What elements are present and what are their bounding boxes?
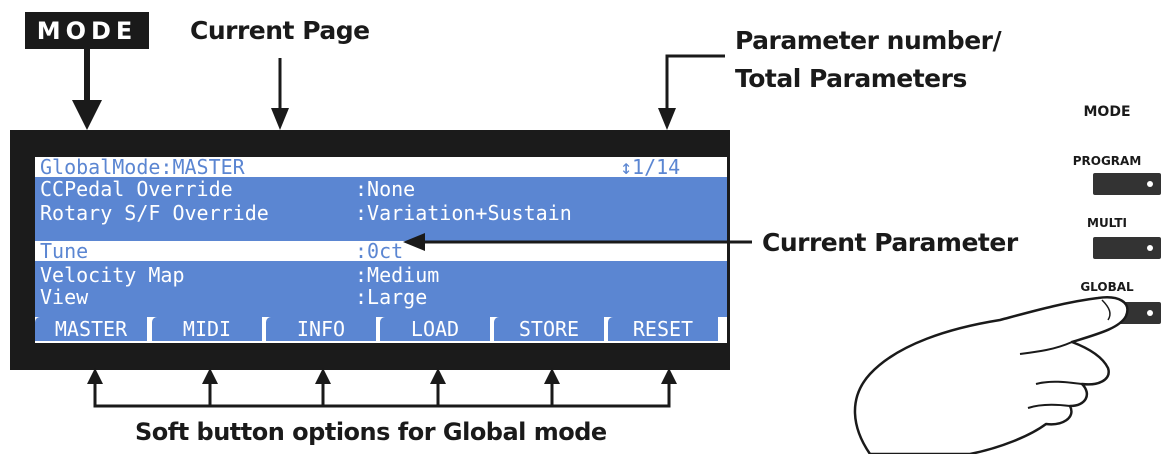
parameter-number-arrow-head — [658, 108, 676, 130]
lcd-parameter-name: Rotary S/F Override — [40, 201, 269, 225]
lcd-parameter-name: View — [40, 285, 89, 309]
current-page-arrow-head — [271, 108, 289, 130]
soft-tab-info[interactable]: INFO — [266, 317, 376, 341]
current-parameter-arrow-head — [403, 233, 425, 251]
lcd-page-title: GlobalMode:MASTER — [40, 157, 245, 179]
lcd-parameter-value: :0ct — [355, 239, 404, 263]
lcd-parameter-row: Velocity Map :Medium — [35, 265, 727, 285]
soft-tab-load[interactable]: LOAD — [380, 317, 490, 341]
current-page-callout: Current Page — [190, 16, 370, 45]
lcd-parameter-name: Tune — [40, 239, 89, 263]
multi-button[interactable] — [1093, 237, 1161, 259]
global-led — [1147, 310, 1153, 316]
lcd-parameter-row: CCPedal Override :None — [35, 179, 727, 199]
global-label: GLOBAL — [1080, 280, 1134, 294]
lcd-parameter-row: Tune :0ct — [35, 241, 727, 261]
program-label: PROGRAM — [1072, 154, 1142, 168]
lcd-screen: GlobalMode:MASTER ↕1/14 CCPedal Override… — [35, 157, 727, 343]
soft-button-callout: Soft button options for Global mode — [135, 418, 607, 446]
lcd-parameter-value: :Medium — [355, 263, 440, 287]
soft-tab-master[interactable]: MASTER — [35, 317, 147, 341]
multi-led — [1147, 245, 1153, 251]
lcd-parameter-value: :None — [355, 177, 416, 201]
parameter-number-callout-line2: Total Parameters — [735, 64, 967, 93]
lcd-parameter-row: Rotary S/F Override :Variation+Sustain — [35, 203, 727, 223]
soft-tab-reset[interactable]: RESET — [608, 317, 718, 341]
parameter-number-callout-line1: Parameter number/ — [735, 26, 1002, 55]
program-button[interactable] — [1093, 173, 1161, 195]
pressing-hand-icon — [853, 296, 1129, 454]
soft-tab-store[interactable]: STORE — [494, 317, 604, 341]
lcd-parameter-name: CCPedal Override — [40, 177, 233, 201]
mode-badge: MODE — [25, 12, 149, 49]
lcd-parameter-row: View :Large — [35, 287, 727, 307]
current-parameter-callout: Current Parameter — [762, 228, 1018, 257]
lcd-parameter-counter: ↕1/14 — [620, 157, 681, 179]
lcd-header: GlobalMode:MASTER ↕1/14 — [35, 157, 727, 177]
program-led — [1147, 181, 1153, 187]
soft-tab-midi[interactable]: MIDI — [152, 317, 262, 341]
mode-arrow-head — [72, 100, 102, 130]
lcd-parameter-value: :Large — [355, 285, 428, 309]
side-panel-title: MODE — [1083, 104, 1131, 120]
multi-label: MULTI — [1087, 216, 1127, 230]
lcd-parameter-value: :Variation+Sustain — [355, 201, 572, 225]
lcd-parameter-name: Velocity Map — [40, 263, 185, 287]
